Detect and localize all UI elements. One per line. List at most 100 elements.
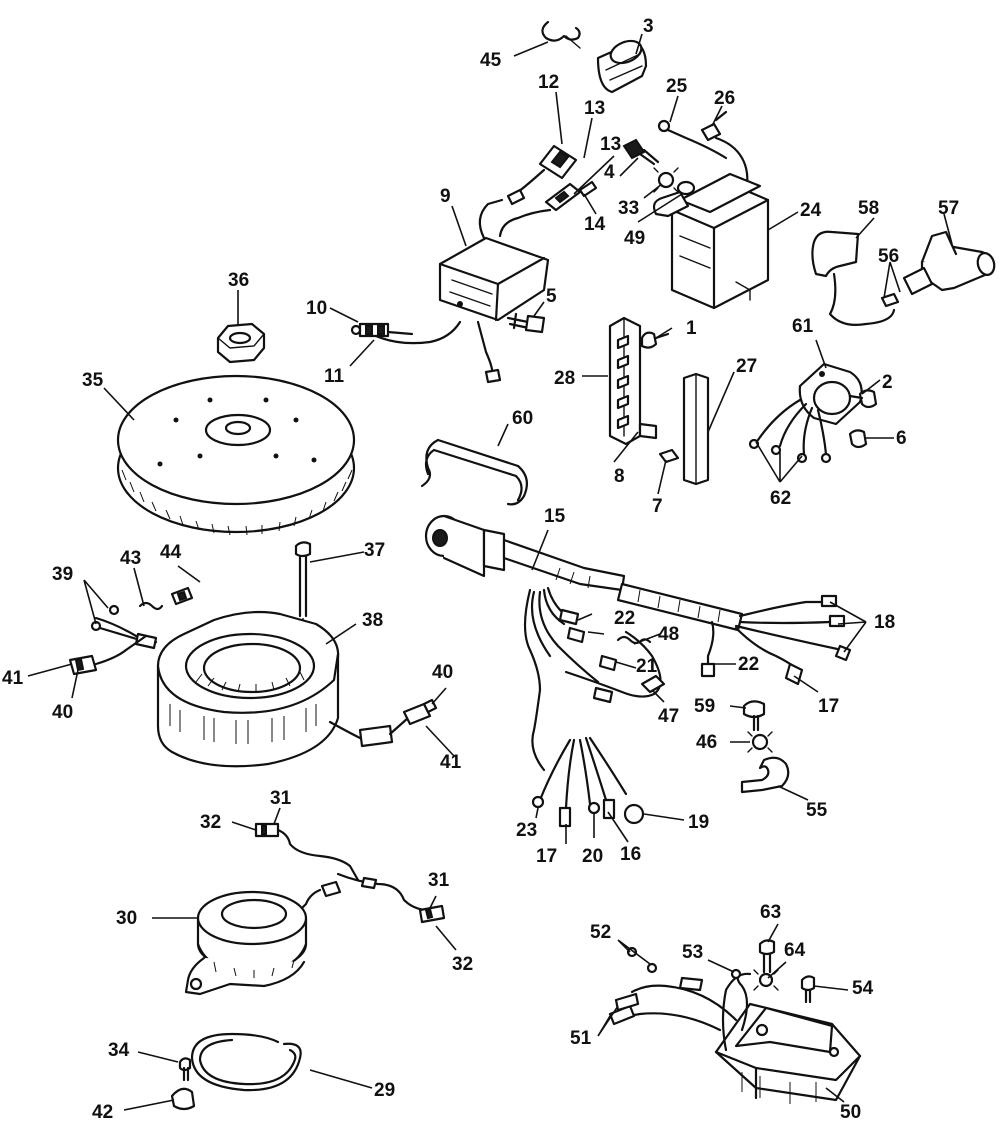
callout-45: 45 <box>480 50 502 71</box>
connector-40-41-left-part <box>68 634 148 676</box>
callout-21: 21 <box>636 656 658 677</box>
callout-50: 50 <box>840 1102 861 1123</box>
callout-17: 17 <box>536 846 557 867</box>
terminal-block-part <box>608 316 658 446</box>
callout-6: 6 <box>896 428 907 449</box>
callout-8: 8 <box>614 466 625 487</box>
callout-5: 5 <box>546 286 557 307</box>
callout-41: 41 <box>2 668 24 689</box>
callout-20: 20 <box>582 846 603 867</box>
callout-39: 39 <box>52 564 73 585</box>
callout-61: 61 <box>792 316 814 337</box>
callout-29: 29 <box>374 1080 395 1101</box>
callout-38: 38 <box>362 610 383 631</box>
spark-plug-boot-57-part <box>902 230 996 296</box>
callout-51: 51 <box>570 1028 592 1049</box>
clamp-55-part <box>740 756 790 794</box>
callout-31: 31 <box>428 870 450 891</box>
callout-54: 54 <box>852 978 874 999</box>
ignition-coil-part <box>652 172 770 310</box>
screw-4-part <box>622 138 660 166</box>
screw-59-part <box>742 700 766 732</box>
callout-10: 10 <box>306 298 327 319</box>
callout-56: 56 <box>878 246 899 267</box>
callout-18: 18 <box>874 612 895 633</box>
washer-49-part <box>676 180 696 196</box>
callout-4: 4 <box>604 162 615 183</box>
flywheel-nut-part <box>216 322 266 364</box>
connector-12-part <box>506 144 578 206</box>
screw-5-part <box>506 312 546 334</box>
clip-part <box>541 20 581 49</box>
sensor-leads-part <box>254 822 446 924</box>
leader-lines <box>27 33 953 1111</box>
callout-59: 59 <box>694 696 715 717</box>
callout-37: 37 <box>364 540 385 561</box>
callout-31: 31 <box>270 788 292 809</box>
power-pack-part <box>374 198 552 384</box>
callout-34: 34 <box>108 1040 130 1061</box>
callout-28: 28 <box>554 368 575 389</box>
callout-55: 55 <box>806 800 828 821</box>
callout-26: 26 <box>714 88 735 109</box>
switch-box-part <box>608 946 862 1104</box>
callout-30: 30 <box>116 908 137 929</box>
screw-54-part <box>800 975 816 1004</box>
callout-22: 22 <box>738 654 759 675</box>
callout-17: 17 <box>818 696 839 717</box>
leads-39-part <box>90 604 158 650</box>
callout-1: 1 <box>686 318 697 339</box>
screw-6-part <box>848 429 868 449</box>
callout-42: 42 <box>92 1102 113 1123</box>
bracket-60-part <box>420 438 529 506</box>
callout-60: 60 <box>512 408 533 429</box>
callout-43: 43 <box>120 548 141 569</box>
wiring-harness-part <box>424 514 852 828</box>
ground-lead-25-part <box>657 119 728 160</box>
screw-1-part <box>640 331 670 349</box>
retaining-ring-part <box>190 1032 302 1092</box>
stator-part <box>156 610 438 768</box>
callout-53: 53 <box>682 942 703 963</box>
callout-49: 49 <box>624 228 645 249</box>
callout-15: 15 <box>544 506 566 527</box>
callout-19: 19 <box>688 812 709 833</box>
callout-57: 57 <box>938 198 959 219</box>
terminal-21-part <box>598 654 618 672</box>
callout-32: 32 <box>452 954 473 975</box>
screw-7-part <box>658 448 680 464</box>
callout-64: 64 <box>784 940 806 961</box>
timer-base-part <box>184 890 308 996</box>
callout-46: 46 <box>696 732 717 753</box>
screw-63-part <box>758 939 776 974</box>
callout-9: 9 <box>440 186 451 207</box>
callout-13: 13 <box>600 134 621 155</box>
callout-2: 2 <box>882 372 893 393</box>
screw-34-part <box>178 1057 192 1082</box>
lockwasher-46-part <box>747 731 773 753</box>
lockwasher-33-part <box>653 167 679 193</box>
callout-36: 36 <box>228 270 249 291</box>
callout-3: 3 <box>643 16 654 37</box>
callout-13: 13 <box>584 98 605 119</box>
clip-44-part <box>170 586 194 606</box>
callout-27: 27 <box>736 356 757 377</box>
callout-48: 48 <box>658 624 679 645</box>
callout-24: 24 <box>800 200 822 221</box>
coil-boot-part <box>596 39 648 94</box>
spark-plug-boot-58-part <box>811 230 900 326</box>
callout-labels: 3 45 12 13 13 4 14 33 49 25 26 24 58 57 … <box>2 16 959 1123</box>
callout-40: 40 <box>52 702 73 723</box>
callout-44: 44 <box>160 542 182 563</box>
callout-14: 14 <box>584 214 606 235</box>
callout-40: 40 <box>432 662 453 683</box>
callout-11: 11 <box>324 366 345 387</box>
strip-27-part <box>682 372 710 486</box>
clip-42-part <box>170 1087 196 1111</box>
callout-23: 23 <box>516 820 537 841</box>
callout-52: 52 <box>590 922 611 943</box>
callout-22: 22 <box>614 608 635 629</box>
callout-41: 41 <box>440 752 462 773</box>
flywheel-part <box>116 374 356 536</box>
